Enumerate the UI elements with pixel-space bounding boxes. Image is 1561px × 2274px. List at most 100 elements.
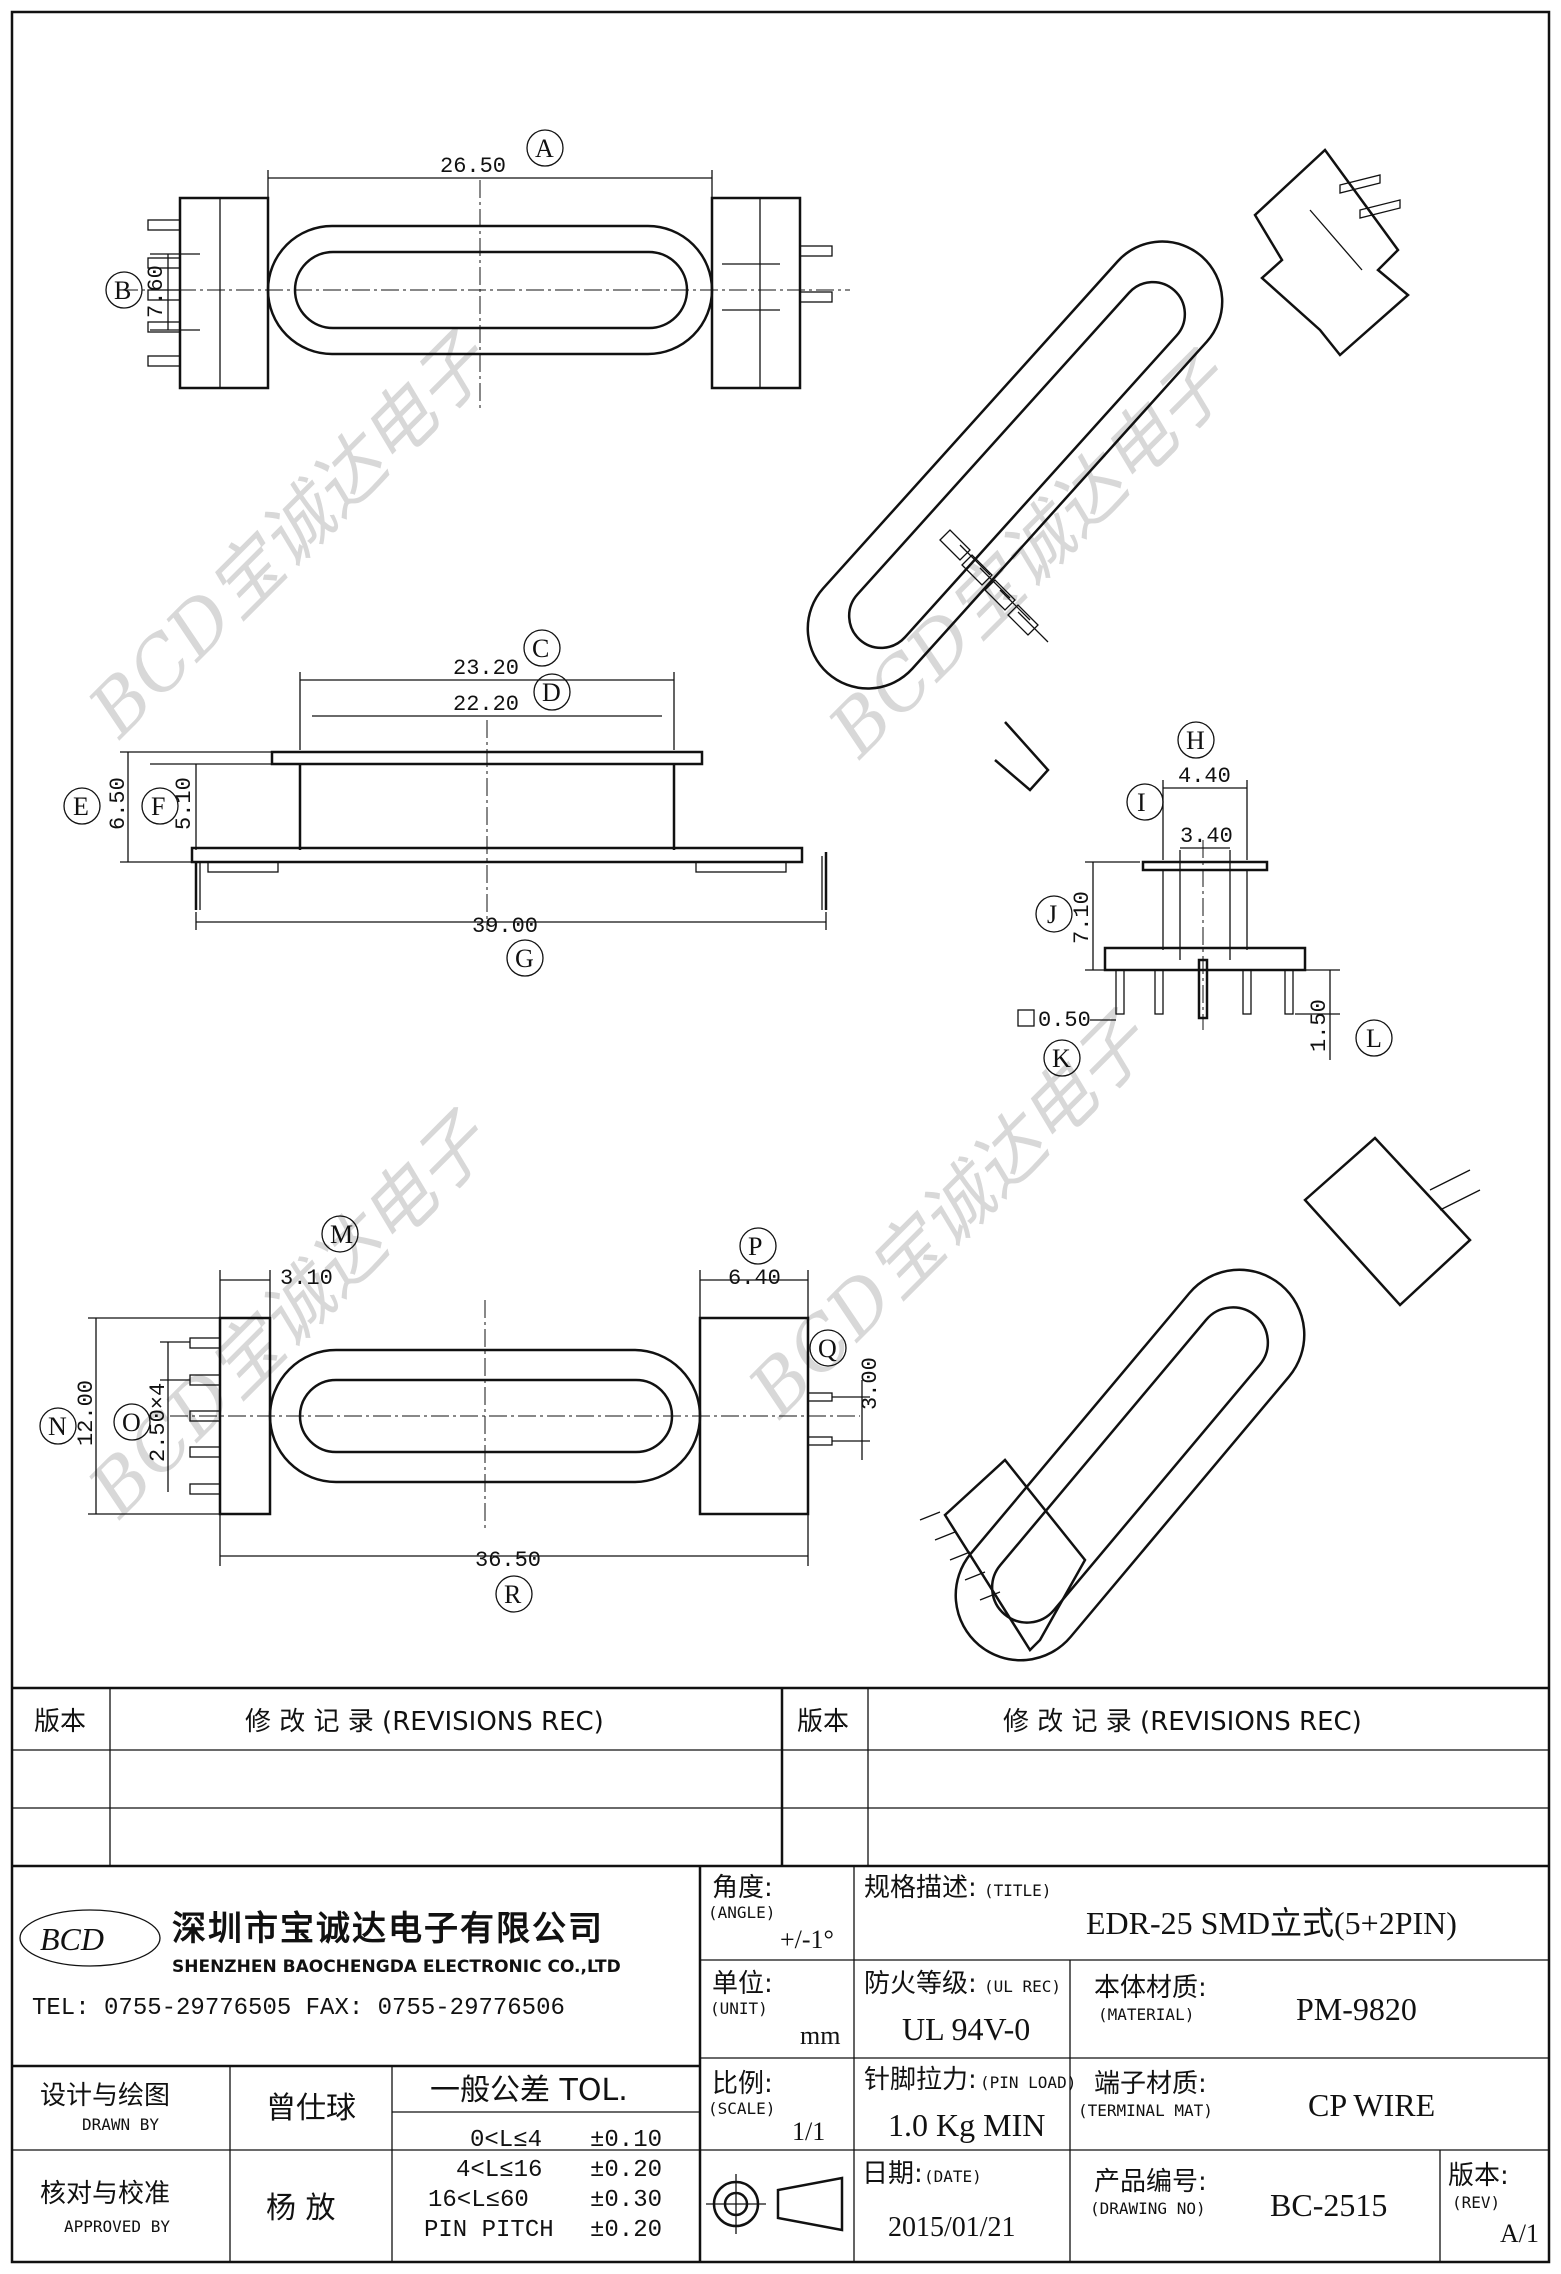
watermark-1: BCD宝诚达电子 — [71, 316, 508, 753]
tol-row-3-range: PIN PITCH — [424, 2217, 554, 2244]
callout-f: F — [151, 792, 165, 821]
dim-q-value: 3.00 — [858, 1357, 883, 1410]
callout-j: J — [1047, 900, 1057, 929]
watermark-3: BCD宝诚达电子 — [71, 1096, 508, 1533]
callout-i: I — [1137, 788, 1146, 817]
approved-label-en: APPROVED BY — [64, 2217, 170, 2236]
tol-row-2-range: 16<L≤60 — [428, 2187, 529, 2214]
scale-value: 1/1 — [792, 2117, 825, 2146]
side-view-pins — [1115, 958, 1294, 1020]
rev-ver-label-left: 版本 — [34, 1707, 86, 1737]
pinload-value: 1.0 Kg MIN — [888, 2107, 1045, 2143]
angle-label-en: (ANGLE) — [708, 1903, 775, 1922]
date-label-en: (DATE) — [924, 2167, 982, 2186]
drawing-label: 产品编号: — [1094, 2167, 1207, 2197]
tol-row-0-tol: ±0.10 — [590, 2127, 662, 2154]
approved-value: 杨 放 — [266, 2191, 336, 2226]
scale-label: 比例: — [712, 2069, 773, 2099]
callout-o: O — [122, 1408, 141, 1437]
material-value: PM-9820 — [1296, 1991, 1417, 2027]
unit-value: mm — [800, 2021, 840, 2050]
dim-h-value: 4.40 — [1178, 764, 1231, 789]
date-value: 2015/01/21 — [888, 2212, 1016, 2243]
rev-label: 版本: — [1448, 2161, 1509, 2191]
rev-rec-label-left: 修 改 记 录 (REVISIONS REC) — [245, 1707, 604, 1737]
drawing-label-en: (DRAWING NO) — [1090, 2199, 1206, 2218]
dim-d-value: 22.20 — [453, 692, 519, 717]
unit-label: 单位: — [712, 1969, 773, 1999]
date-label: 日期: — [862, 2159, 923, 2189]
revision-table: 版本 修 改 记 录 (REVISIONS REC) 版本 修 改 记 录 (R… — [12, 1686, 1549, 1868]
dim-m-value: 3.10 — [280, 1266, 333, 1291]
title-block: BCD 深圳市宝诚达电子有限公司 SHENZHEN BAOCHENGDA ELE… — [12, 1866, 1549, 2262]
tol-row-0-range: 0<L≤4 — [470, 2127, 542, 2154]
scale-label-en: (SCALE) — [708, 2099, 775, 2118]
dim-i-value: 3.40 — [1180, 824, 1233, 849]
callout-l: L — [1366, 1024, 1382, 1053]
callout-k: K — [1052, 1044, 1071, 1073]
dim-c-value: 23.20 — [453, 656, 519, 681]
callout-m: M — [330, 1220, 353, 1249]
company-logo: BCD — [19, 1909, 161, 1967]
company-tel-fax: TEL: 0755-29776505 FAX: 0755-29776506 — [32, 1995, 565, 2022]
front-view: 23.20 C 22.20 D 6.50 5.10 E F 39.00 G — [63, 629, 828, 977]
dim-l-value: 1.50 — [1307, 999, 1332, 1052]
ul-label-en: (UL REC) — [984, 1977, 1061, 1996]
callout-a: A — [535, 134, 554, 163]
company-name-cn: 深圳市宝诚达电子有限公司 — [172, 1909, 604, 1949]
callout-q: Q — [818, 1334, 837, 1363]
rev-value: A/1 — [1500, 2219, 1539, 2248]
isometric-view-top — [806, 148, 1410, 792]
dim-e-value: 6.50 — [106, 777, 131, 830]
title-label: 规格描述: — [864, 1873, 977, 1903]
dim-a-value: 26.50 — [440, 154, 506, 179]
tol-row-2-tol: ±0.30 — [590, 2187, 662, 2214]
rev-rec-label-right: 修 改 记 录 (REVISIONS REC) — [1003, 1707, 1362, 1737]
drawn-label: 设计与绘图 — [40, 2081, 170, 2111]
tol-row-1-range: 4<L≤16 — [456, 2157, 542, 2184]
callout-b: B — [114, 276, 131, 305]
dim-r-value: 36.50 — [475, 1548, 541, 1573]
pinload-label-en: (PIN LOAD) — [980, 2073, 1076, 2092]
title-value: EDR-25 SMD立式(5+2PIN) — [1086, 1905, 1457, 1941]
ul-value: UL 94V-0 — [902, 2011, 1030, 2047]
drawn-value: 曾仕球 — [266, 2091, 356, 2126]
dim-b-value: 7.60 — [144, 265, 169, 318]
material-label: 本体材质: — [1094, 1973, 1207, 2003]
drawn-label-en: DRAWN BY — [82, 2115, 159, 2134]
tol-row-3-tol: ±0.20 — [590, 2217, 662, 2244]
material-label-en: (MATERIAL) — [1098, 2005, 1194, 2024]
company-name-en: SHENZHEN BAOCHENGDA ELECTRONIC CO.,LTD — [172, 1957, 621, 1977]
rev-label-en: (REV) — [1452, 2193, 1500, 2212]
dim-j-value: 7.10 — [1070, 891, 1095, 944]
watermark-4: BCD宝诚达电子 — [731, 996, 1168, 1433]
angle-value: +/-1° — [780, 1925, 834, 1954]
callout-n: N — [48, 1412, 67, 1441]
callout-e: E — [73, 792, 89, 821]
top-view-pins-right — [799, 245, 833, 303]
drawing-value: BC-2515 — [1270, 2187, 1387, 2223]
dim-p-value: 6.40 — [728, 1266, 781, 1291]
dim-g-value: 39.00 — [472, 914, 538, 939]
unit-label-en: (UNIT) — [710, 1999, 768, 2018]
angle-label: 角度: — [712, 1873, 773, 1903]
pinload-label: 针脚拉力: — [864, 2065, 977, 2095]
callout-h: H — [1186, 726, 1205, 755]
tol-row-1-tol: ±0.20 — [590, 2157, 662, 2184]
callout-c: C — [532, 634, 549, 663]
title-label-en: (TITLE) — [984, 1881, 1051, 1900]
isometric-view-bottom — [919, 1136, 1481, 1662]
callout-r: R — [504, 1580, 522, 1609]
projection-symbol-icon — [706, 2174, 844, 2234]
callout-g: G — [515, 944, 534, 973]
company-logo-text: BCD — [40, 1921, 104, 1957]
side-view: 4.40 H 3.40 I 7.10 J 0.50 K 1.50 L — [1017, 721, 1393, 1077]
callout-d: D — [542, 678, 561, 707]
dim-f-value: 5.10 — [172, 777, 197, 830]
bottom-view: 3.10 M 6.40 P 12.00 N 2.50×4 O 3.00 Q — [39, 1215, 883, 1613]
tol-title: 一般公差 TOL. — [430, 2073, 628, 2108]
ul-label: 防火等级: — [864, 1969, 977, 1999]
sheet-border — [10, 10, 1551, 2264]
dim-k-value: 0.50 — [1038, 1008, 1091, 1033]
